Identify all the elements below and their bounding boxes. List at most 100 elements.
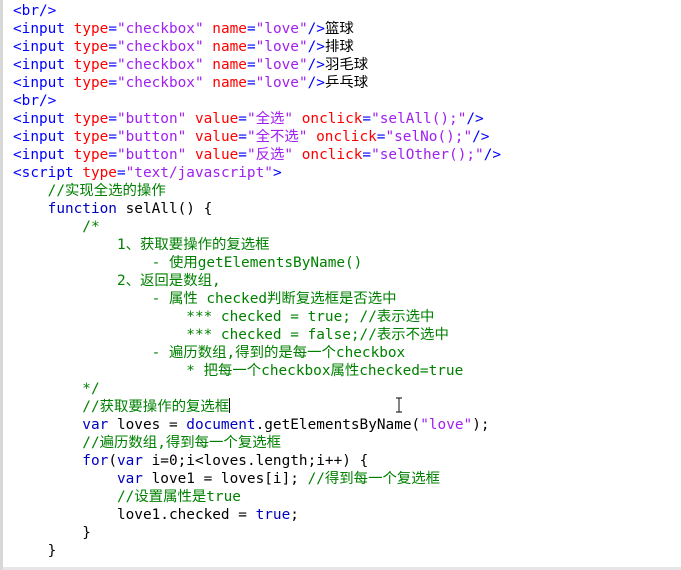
code-token-comment: //实现全选的操作 bbox=[13, 183, 166, 199]
code-line: <br/> bbox=[13, 92, 56, 110]
code-token-attr: value bbox=[194, 111, 239, 127]
code-token-attr: type bbox=[73, 39, 109, 55]
code-token-tag: = bbox=[246, 39, 256, 55]
code-token-kw: function bbox=[13, 201, 126, 217]
code-token-tag bbox=[204, 75, 213, 91]
code-token-tag: <input bbox=[13, 21, 74, 37]
code-token-tag: <script bbox=[13, 165, 83, 181]
code-token-cn: 篮球 bbox=[324, 21, 354, 37]
code-token-attr: type bbox=[73, 21, 109, 37]
code-token-plain: i=0;i<loves.length;i++) { bbox=[151, 453, 369, 469]
code-token-attr: type bbox=[73, 75, 109, 91]
code-token-tag bbox=[307, 129, 316, 145]
code-token-tag: /> bbox=[307, 57, 325, 73]
code-token-str: "checkbox" bbox=[116, 75, 204, 91]
code-token-tag: = bbox=[238, 111, 247, 127]
code-token-plain: loves = bbox=[116, 417, 187, 433]
code-line: - 使用getElementsByName() bbox=[13, 254, 363, 272]
code-token-tag: = bbox=[108, 39, 117, 55]
code-token-comment: 2、返回是数组, bbox=[13, 273, 221, 289]
code-line: 1、获取要操作的复选框 bbox=[13, 236, 270, 254]
code-token-tag: /> bbox=[466, 111, 484, 127]
code-token-str: "checkbox" bbox=[116, 21, 204, 37]
code-token-str: "text/javascript" bbox=[125, 165, 273, 181]
code-token-comment: //得到每一个复选框 bbox=[307, 471, 441, 487]
code-token-str: "反选" bbox=[246, 147, 294, 163]
code-token-str: "love" bbox=[255, 21, 308, 37]
code-line: - 遍历数组,得到的是每一个checkbox bbox=[13, 344, 406, 362]
code-token-str: "button" bbox=[116, 147, 187, 163]
code-token-tag: = bbox=[362, 111, 372, 127]
code-line: <input type="button" value="反选" onclick=… bbox=[13, 146, 501, 164]
code-token-plain: ); bbox=[472, 417, 490, 433]
code-token-plain: selAll() { bbox=[125, 201, 213, 217]
code-token-str: "button" bbox=[116, 129, 187, 145]
code-token-kw: for bbox=[13, 453, 109, 469]
code-token-tag bbox=[186, 111, 195, 127]
code-line: love1.checked = true; bbox=[13, 506, 299, 524]
code-token-tag: /> bbox=[472, 129, 490, 145]
code-token-tag bbox=[293, 111, 302, 127]
code-token-tag: = bbox=[108, 111, 117, 127]
code-token-comment: - 遍历数组,得到的是每一个checkbox bbox=[13, 345, 406, 361]
code-token-attr: onclick bbox=[316, 129, 377, 145]
code-token-tag: = bbox=[108, 75, 117, 91]
code-token-comment: 1、获取要操作的复选框 bbox=[13, 237, 270, 253]
code-token-tag: /> bbox=[307, 75, 325, 91]
code-token-attr: name bbox=[212, 39, 247, 55]
code-area[interactable]: <br/><input type="checkbox" name="love"/… bbox=[13, 0, 677, 566]
code-line: <br/> bbox=[13, 2, 56, 20]
code-token-tag: /> bbox=[483, 147, 502, 163]
code-token-str: "checkbox" bbox=[116, 57, 204, 73]
code-line: } bbox=[13, 524, 91, 542]
code-token-tag bbox=[204, 39, 213, 55]
code-token-plain: } bbox=[13, 543, 57, 559]
code-line: /* bbox=[13, 218, 100, 236]
code-token-comment: */ bbox=[13, 381, 100, 397]
code-token-attr: name bbox=[212, 57, 247, 73]
code-token-tag: /> bbox=[307, 39, 325, 55]
code-token-tag: = bbox=[108, 147, 117, 163]
code-token-attr: type bbox=[73, 111, 109, 127]
code-token-tag: = bbox=[108, 57, 117, 73]
code-token-str: "全不选" bbox=[246, 129, 308, 145]
code-token-tag: = bbox=[108, 21, 117, 37]
code-token-attr: name bbox=[212, 21, 247, 37]
code-token-attr: onclick bbox=[301, 147, 363, 163]
code-token-plain: love1 = loves[i]; bbox=[151, 471, 308, 487]
code-token-tag: <input bbox=[13, 129, 74, 145]
code-token-str: "button" bbox=[116, 111, 187, 127]
code-token-tag bbox=[204, 21, 213, 37]
code-token-tag: <br/> bbox=[13, 93, 57, 109]
code-token-plain: ( bbox=[108, 453, 117, 469]
text-cursor-icon bbox=[396, 397, 402, 413]
code-line: function selAll() { bbox=[13, 200, 213, 218]
code-line: var love1 = loves[i]; //得到每一个复选框 bbox=[13, 470, 440, 488]
code-token-comment: //获取要操作的复选框 bbox=[13, 399, 230, 415]
code-token-attr: type bbox=[73, 57, 109, 73]
code-token-cn: 羽毛球 bbox=[324, 57, 369, 73]
code-token-tag: <input bbox=[13, 111, 74, 127]
code-token-kw: var bbox=[116, 453, 152, 469]
code-token-tag bbox=[186, 147, 195, 163]
code-line: */ bbox=[13, 380, 100, 398]
code-token-tag: /> bbox=[307, 21, 325, 37]
code-token-comment: * 把每一个checkbox属性checked=true bbox=[13, 363, 464, 379]
code-token-cn: 排球 bbox=[324, 39, 354, 55]
code-line: <input type="checkbox" name="love"/>篮球 bbox=[13, 20, 354, 38]
code-token-tag: = bbox=[246, 57, 256, 73]
code-token-str: "selAll();" bbox=[371, 111, 467, 127]
code-token-tag: <input bbox=[13, 75, 74, 91]
code-line: //实现全选的操作 bbox=[13, 182, 166, 200]
editor-bottom-border bbox=[3, 567, 681, 570]
code-token-kw: true bbox=[255, 507, 291, 523]
code-token-comment: - 属性 checked判断复选框是否选中 bbox=[13, 291, 397, 307]
code-token-str: "全选" bbox=[246, 111, 294, 127]
code-token-comment: /* bbox=[13, 219, 100, 235]
code-token-attr: name bbox=[212, 75, 247, 91]
code-line: for(var i=0;i<loves.length;i++) { bbox=[13, 452, 368, 470]
code-token-tag: = bbox=[238, 129, 247, 145]
code-token-attr: type bbox=[73, 147, 109, 163]
code-token-tag: = bbox=[238, 147, 247, 163]
